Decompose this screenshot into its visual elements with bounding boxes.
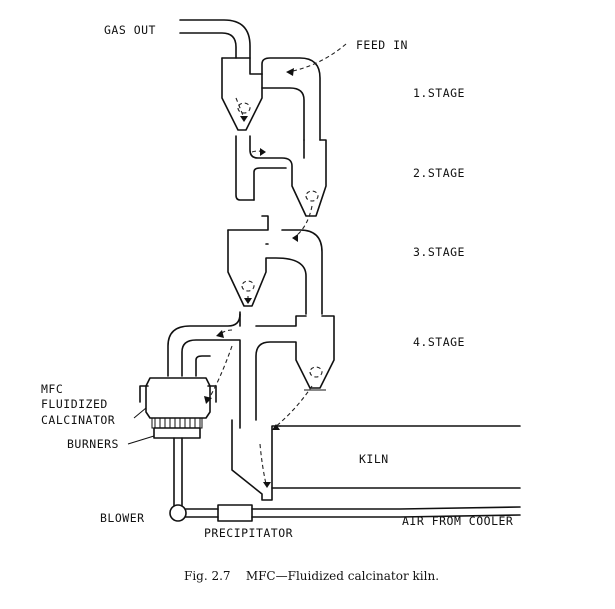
- fluidized-label: FLUIDIZED: [41, 397, 108, 411]
- stage-3-label: 3.STAGE: [413, 245, 465, 259]
- stage-2-cyclone: [235, 135, 327, 217]
- blower-label: BLOWER: [100, 511, 145, 525]
- burners-label: BURNERS: [67, 437, 119, 451]
- mfc-calcinator-vessel: [139, 377, 217, 439]
- air-from-cooler-label: AIR FROM COOLER: [402, 514, 513, 528]
- figure-caption: Fig. 2.7 MFC—Fluidized calcinator kiln.: [184, 569, 439, 583]
- kiln-riser: [231, 419, 281, 501]
- gas-out-label: GAS OUT: [104, 23, 156, 37]
- stage-4-label: 4.STAGE: [413, 335, 465, 349]
- mfc-label: MFC: [41, 382, 63, 396]
- air-supply-line: [169, 437, 521, 522]
- calcinator-riser-duct: [167, 313, 241, 429]
- stage-1-cyclone: [221, 57, 321, 141]
- stage-1-label: 1.STAGE: [413, 86, 465, 100]
- stage-3-cyclone: [227, 215, 323, 315]
- stage-4-cyclone: [239, 311, 335, 421]
- precipitator-label: PRECIPITATOR: [204, 526, 293, 540]
- stage-2-label: 2.STAGE: [413, 166, 465, 180]
- leader-lines: [127, 389, 326, 445]
- kiln: [271, 425, 521, 489]
- gas-out-duct: [179, 19, 251, 59]
- feed-in-label: FEED IN: [356, 38, 408, 52]
- kiln-label: KILN: [359, 452, 389, 466]
- flow-arrows: [204, 68, 298, 488]
- calcinator-label: CALCINATOR: [41, 413, 115, 427]
- precipitator-box: [217, 504, 253, 522]
